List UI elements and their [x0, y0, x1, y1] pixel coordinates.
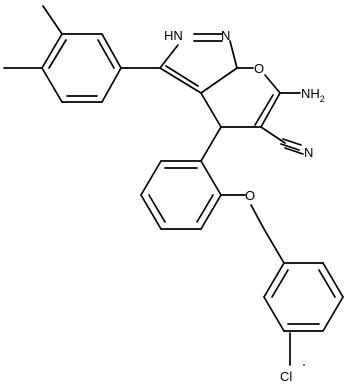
- bond: [250, 204, 265, 230]
- double-bond-inner: [48, 39, 67, 69]
- bond: [140, 194, 162, 230]
- chlorophenyl-ring: [263, 262, 344, 332]
- bond: [322, 296, 344, 332]
- double-bond-inner: [196, 194, 214, 223]
- double-bond-inner: [254, 94, 274, 126]
- ether-linkage: [220, 194, 285, 264]
- bond: [101, 33, 122, 69]
- atom-label-o-ring: O: [254, 61, 264, 76]
- bond: [140, 160, 162, 196]
- atom-label-cl: Cl: [280, 369, 292, 384]
- bond: [200, 160, 222, 196]
- dimethylphenyl-ring: [41, 33, 122, 103]
- bond: [200, 67, 238, 94]
- bond: [284, 147, 304, 155]
- bond: [101, 67, 122, 103]
- methyl-bond: [42, 5, 63, 35]
- bond: [200, 126, 222, 162]
- bond: [41, 33, 63, 69]
- double-bond-inner: [318, 269, 336, 298]
- pyran-ring: [200, 67, 281, 128]
- bond: [200, 92, 222, 128]
- bond: [264, 74, 281, 94]
- bond: [322, 262, 344, 298]
- bond: [260, 92, 281, 128]
- bond: [263, 262, 285, 298]
- double-bond-inner: [97, 39, 115, 69]
- bond: [229, 40, 238, 69]
- atom-label-n-nitrile: N: [304, 145, 313, 160]
- atom-label-o-ether: O: [245, 188, 255, 203]
- bond: [260, 126, 286, 144]
- pyrazole-ring: [159, 33, 238, 94]
- double-bond-inner: [271, 269, 289, 298]
- methyl-groups: [3, 5, 63, 69]
- atom-label-nh2: NH2: [301, 86, 325, 104]
- bond: [159, 67, 202, 94]
- bond: [282, 138, 302, 146]
- atom-label-n: N: [221, 28, 230, 43]
- bond: [263, 296, 285, 332]
- bond: [41, 67, 63, 103]
- double-bond-inner: [165, 65, 199, 87]
- phenyl-ring: [140, 160, 222, 230]
- double-bond-inner: [148, 194, 166, 223]
- bond: [263, 228, 285, 264]
- bond: [200, 194, 222, 230]
- bond: [159, 44, 179, 69]
- bond: [280, 143, 300, 151]
- atom-label-nh: HN: [164, 28, 183, 43]
- nitrile-group: [260, 126, 304, 155]
